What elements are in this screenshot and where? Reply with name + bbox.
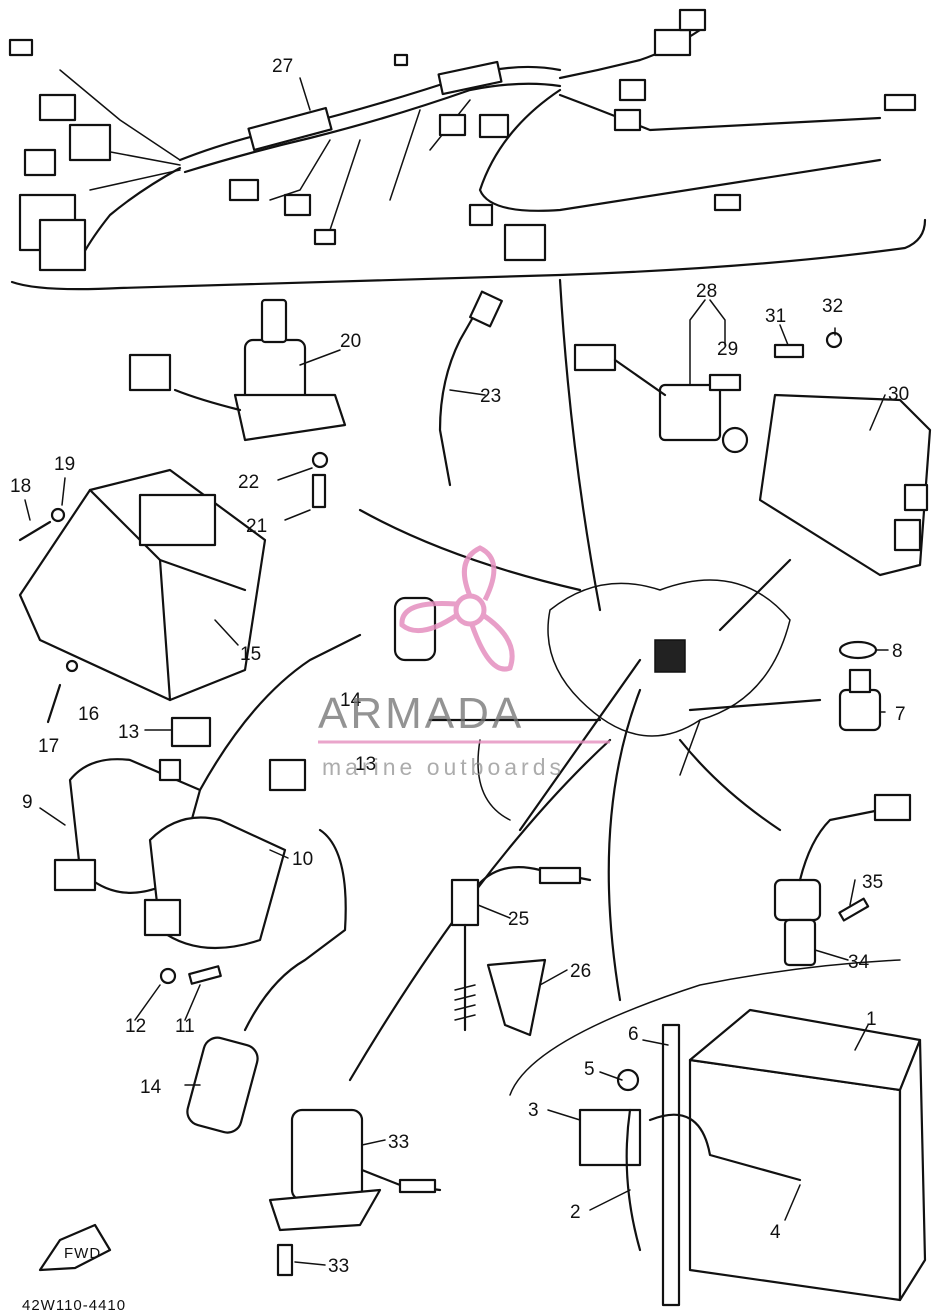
callout-3: 3 xyxy=(528,1100,539,1121)
callout-23: 23 xyxy=(480,386,501,407)
battery-section-outline xyxy=(509,959,901,1096)
ignition-cover[interactable] xyxy=(18,468,267,702)
callout-35: 35 xyxy=(862,872,883,893)
callout-32: 33 xyxy=(388,1132,409,1153)
callout-10: 10 xyxy=(292,849,313,870)
callout-24: 25 xyxy=(508,909,529,930)
callout-14a: 14 xyxy=(340,690,362,711)
callout-1: 1 xyxy=(866,1009,877,1030)
switch-7[interactable] xyxy=(838,668,882,732)
callout-34: 34 xyxy=(848,952,870,973)
fwd-label: FWD xyxy=(64,1245,101,1262)
washer-8[interactable] xyxy=(838,640,878,660)
spark-plug-cap-clip[interactable] xyxy=(170,716,212,748)
coil-nut[interactable] xyxy=(159,967,177,985)
fwd-arrow: FWD xyxy=(38,1223,112,1272)
plug-lead-lower[interactable] xyxy=(184,828,347,1136)
cdi-unit[interactable] xyxy=(758,393,932,577)
callout-6: 6 xyxy=(628,1024,639,1045)
callout-33: 33 xyxy=(328,1256,349,1277)
callout-22: 22 xyxy=(238,472,259,493)
callout-11: 11 xyxy=(175,1016,195,1037)
main-switch[interactable] xyxy=(128,298,347,442)
sensor-lead[interactable] xyxy=(438,290,503,487)
coil-bolt[interactable] xyxy=(188,965,222,985)
callout-8: 8 xyxy=(892,641,903,662)
callout-4: 4 xyxy=(770,1222,781,1243)
battery[interactable] xyxy=(688,1008,927,1302)
callout-21: 21 xyxy=(246,516,267,537)
nut-31[interactable] xyxy=(825,331,843,349)
bolt-30[interactable] xyxy=(773,343,805,359)
ignition-coil-2[interactable] xyxy=(143,758,307,950)
callout-2: 2 xyxy=(570,1202,581,1223)
main-switch-bolt[interactable] xyxy=(311,451,329,509)
callout-14b: 14 xyxy=(140,1077,162,1098)
watermark-brand: ARMADA xyxy=(318,689,524,738)
callout-13a: 13 xyxy=(118,722,139,743)
screw-33[interactable] xyxy=(276,1243,294,1277)
starter-relay[interactable] xyxy=(268,1108,442,1232)
callout-5: 5 xyxy=(584,1059,595,1080)
callout-26: 27 xyxy=(272,56,293,77)
callout-7: 7 xyxy=(895,704,906,725)
wire-harness[interactable] xyxy=(8,8,927,291)
callout-31: 32 xyxy=(822,296,843,317)
battery-cable-minus[interactable] xyxy=(648,1113,802,1182)
callout-13b: 13 xyxy=(355,754,376,775)
bracket-25[interactable] xyxy=(486,958,547,1037)
leader-lines xyxy=(24,77,889,1266)
callouts: 27 20 23 28 29 31 32 30 22 21 18 19 15 1… xyxy=(10,56,909,1277)
part-code: 42W110-4410 xyxy=(22,1297,126,1314)
battery-cable-plus[interactable] xyxy=(616,1068,642,1252)
frame-sketch xyxy=(348,278,822,1082)
battery-case[interactable] xyxy=(578,1108,642,1167)
callout-9: 9 xyxy=(22,792,33,813)
armada-logo-icon xyxy=(399,545,515,672)
callout-27: 28 xyxy=(696,281,717,302)
callout-29: 30 xyxy=(888,384,909,405)
callout-30: 31 xyxy=(765,306,786,327)
callout-18: 18 xyxy=(10,476,31,497)
callout-12: 12 xyxy=(125,1016,146,1037)
battery-band[interactable] xyxy=(661,1023,681,1307)
callout-19: 19 xyxy=(54,454,75,475)
callout-17: 16 xyxy=(78,704,99,725)
callout-16: 17 xyxy=(38,736,59,757)
cover-bolt[interactable] xyxy=(18,507,66,542)
switch-24[interactable] xyxy=(450,866,592,1032)
watermark-tagline: marine outboards xyxy=(322,754,565,780)
callout-20: 20 xyxy=(340,331,361,352)
callout-28: 29 xyxy=(717,339,738,360)
sensor-34[interactable] xyxy=(773,793,912,967)
cover-screw[interactable] xyxy=(46,659,79,724)
relay-assembly[interactable] xyxy=(573,343,749,454)
screw-35[interactable] xyxy=(838,897,870,922)
callout-25: 26 xyxy=(570,961,591,982)
callout-15: 15 xyxy=(240,644,261,665)
